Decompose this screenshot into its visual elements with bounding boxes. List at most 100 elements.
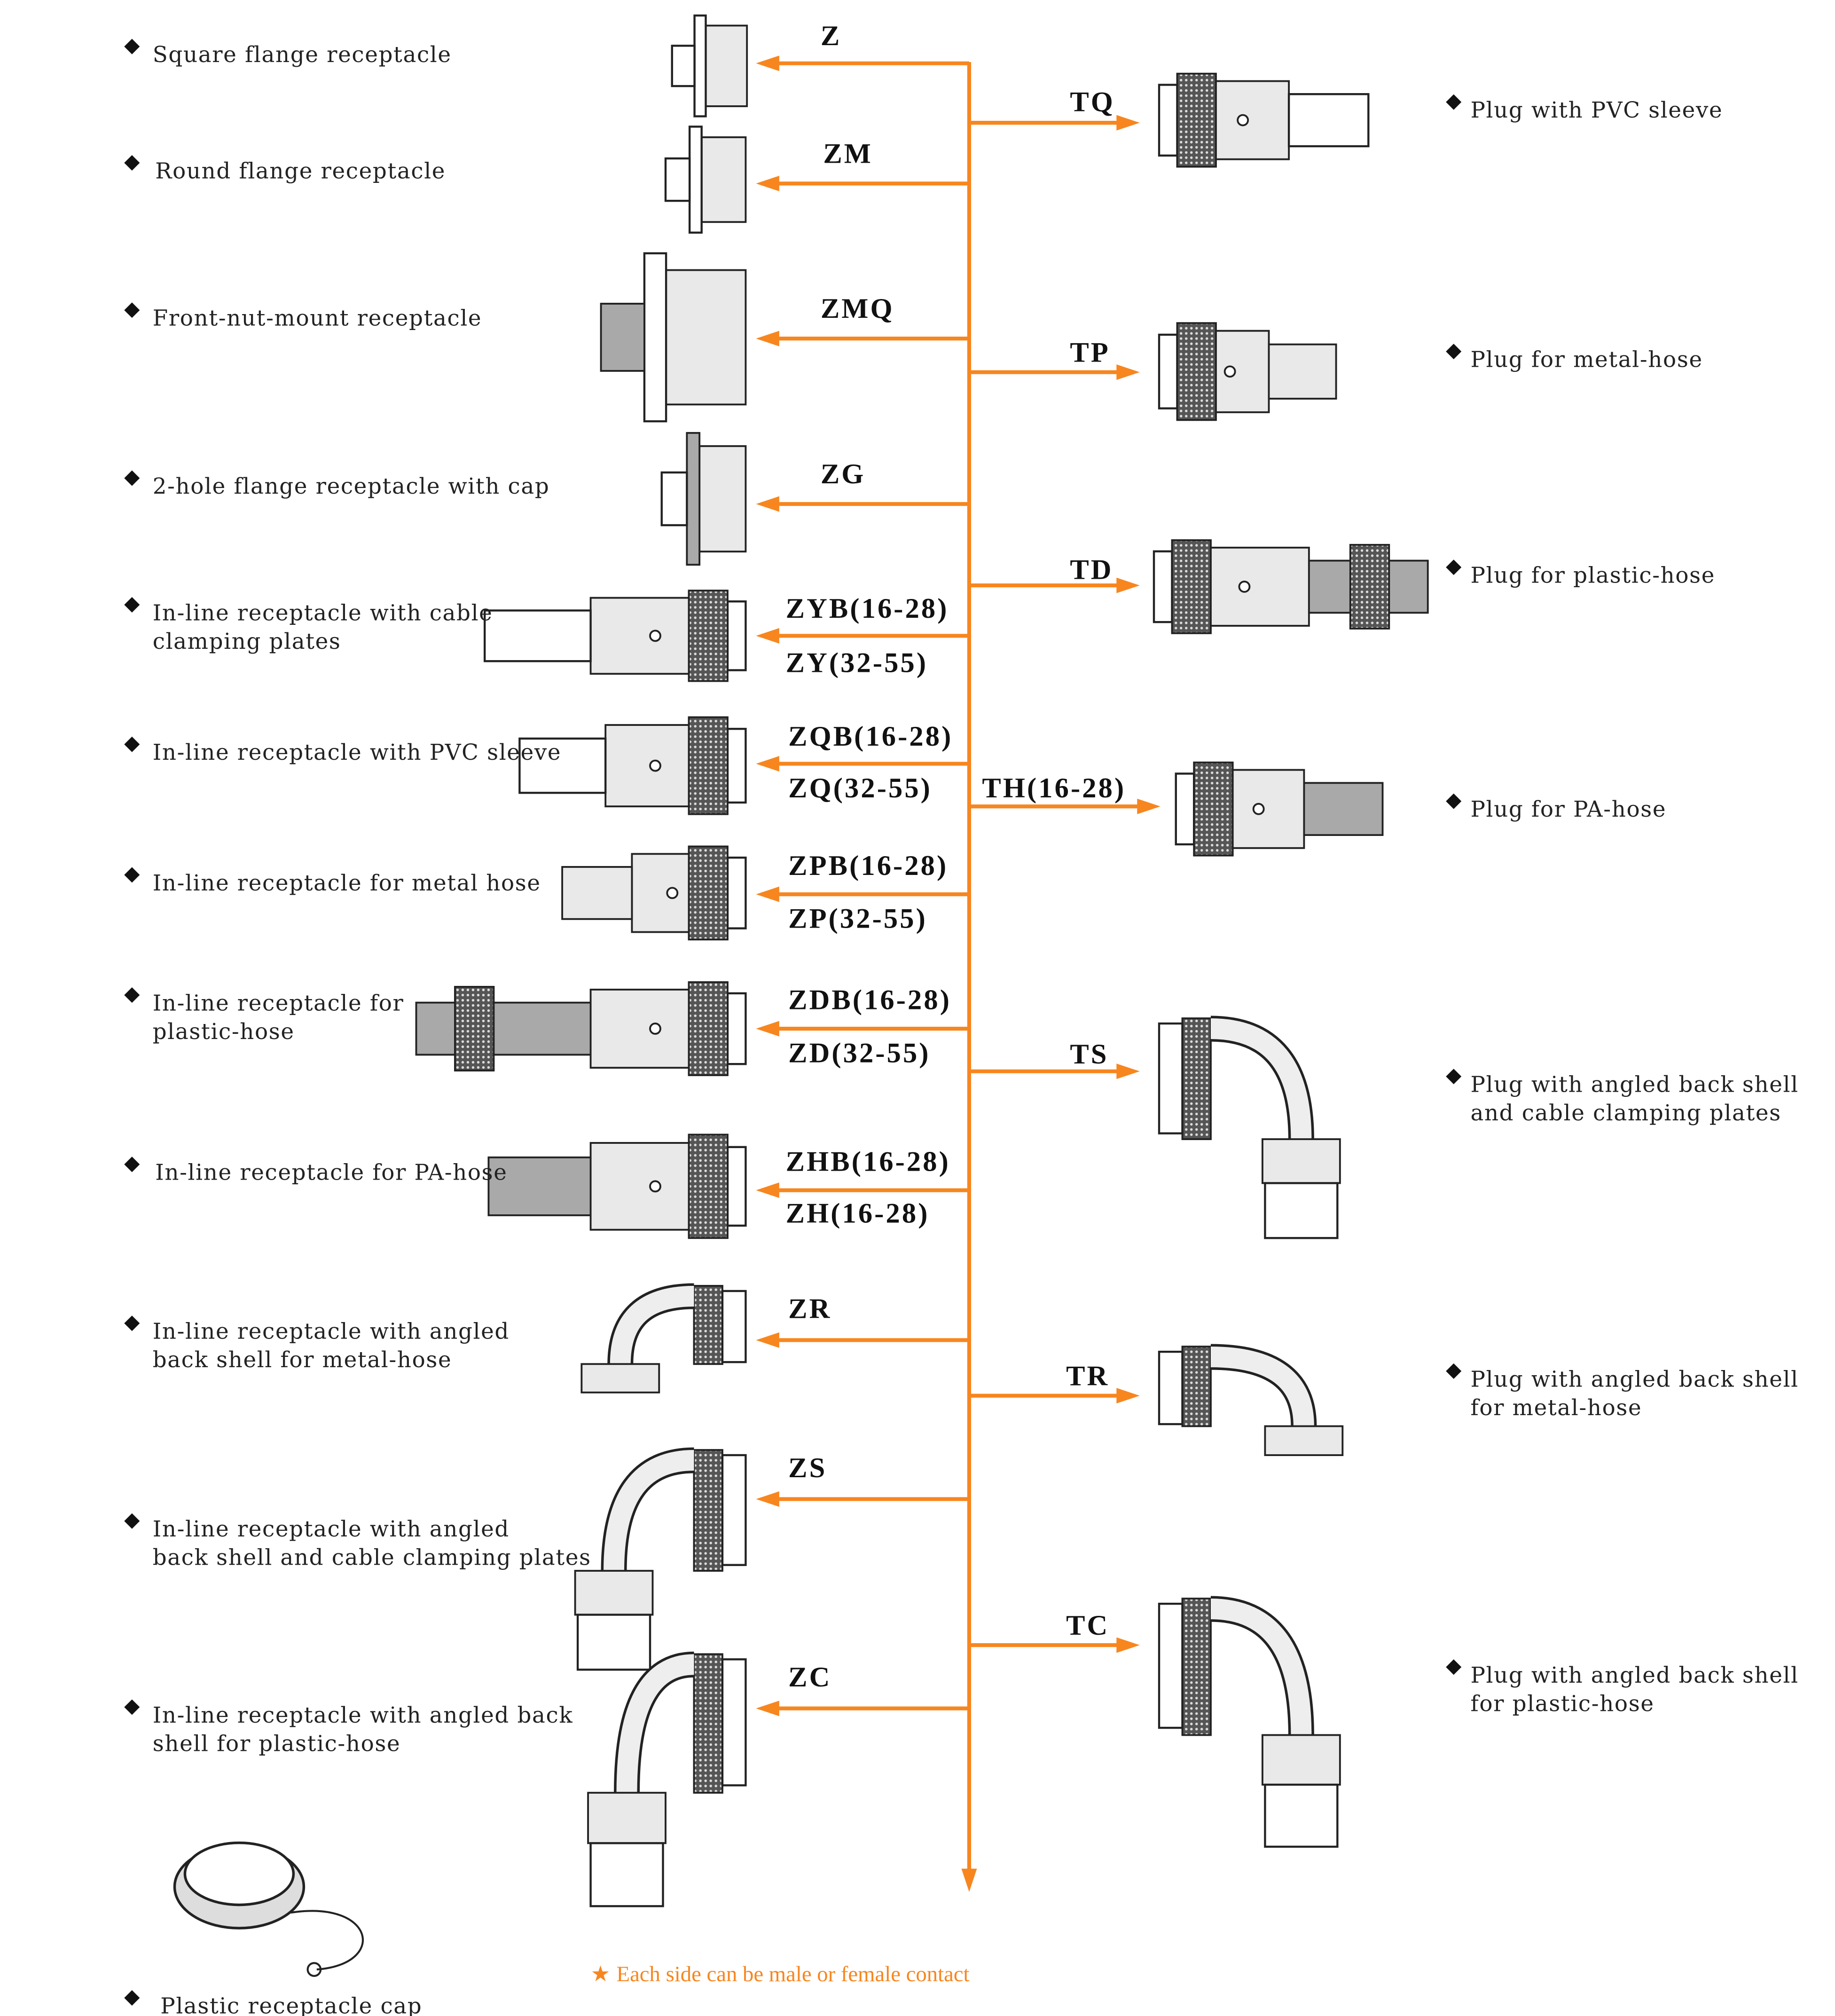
- code-label-alt-zpb: ZP(32-55): [788, 903, 927, 935]
- code-label-alt-zyb: ZY(32-55): [786, 647, 928, 678]
- connector-image-zyb: [483, 590, 747, 682]
- arrow-left-icon: [756, 628, 779, 644]
- diamond-bullet-icon: [1446, 344, 1462, 360]
- diamond-bullet-icon: [1446, 1069, 1462, 1085]
- diamond-bullet-icon: [124, 1315, 140, 1331]
- diamond-bullet-icon: [124, 470, 140, 486]
- connector-image-zqb: [518, 716, 747, 815]
- arrow-left-icon: [756, 331, 779, 346]
- code-label-zpb: ZPB(16-28): [788, 850, 948, 882]
- connector-image-tp: [1158, 322, 1337, 421]
- diamond-bullet-icon: [1446, 1363, 1462, 1379]
- code-label-alt-zdb: ZD(32-55): [788, 1037, 930, 1069]
- description-ts: and cable clamping plates: [1470, 1101, 1781, 1126]
- description-zpb: In-line receptacle for metal hose: [153, 871, 541, 896]
- description-tc: for plastic-hose: [1470, 1691, 1654, 1717]
- diamond-bullet-icon: [124, 1513, 140, 1529]
- arrow-left-icon: [756, 175, 779, 191]
- code-label-zm: ZM: [823, 138, 873, 169]
- connector-image-zhb: [487, 1134, 747, 1239]
- arrow-left-icon: [756, 1491, 779, 1507]
- description-zr: In-line receptacle with angled: [153, 1319, 510, 1345]
- description-tp: Plug for metal-hose: [1470, 347, 1702, 373]
- arrow-left-icon: [756, 1332, 779, 1348]
- code-label-zqb: ZQB(16-28): [788, 721, 953, 752]
- description-zdb: In-line receptacle for: [153, 991, 404, 1016]
- code-label-zmq: ZMQ: [821, 293, 894, 324]
- connector-image-zs: [574, 1447, 747, 1671]
- description-tc: Plug with angled back shell: [1470, 1663, 1798, 1688]
- connector-image-tq: [1158, 72, 1370, 168]
- connector-image-zm: [664, 126, 747, 234]
- description-zm: Round flange receptacle: [155, 158, 446, 184]
- arrow-left-icon: [756, 1182, 779, 1198]
- description-cap: Plastic receptacle cap: [160, 1994, 422, 2016]
- description-z: Square flange receptacle: [153, 42, 452, 68]
- plastic-cap-image: [173, 1841, 364, 1977]
- connector-image-zdb: [415, 981, 747, 1076]
- connector-image-tc: [1158, 1596, 1341, 1848]
- description-zc: In-line receptacle with angled back: [153, 1703, 573, 1728]
- connector-image-zmq: [600, 252, 747, 423]
- connector-image-z: [671, 14, 748, 118]
- arrow-right-icon: [1116, 364, 1140, 380]
- code-label-th: TH(16-28): [982, 772, 1126, 804]
- diamond-bullet-icon: [124, 867, 140, 883]
- trunk-line: [756, 55, 1161, 1892]
- description-ts: Plug with angled back shell: [1470, 1072, 1798, 1098]
- code-label-ts: TS: [1070, 1039, 1108, 1070]
- arrow-left-icon: [756, 55, 779, 71]
- code-label-alt-zhb: ZH(16-28): [786, 1197, 930, 1229]
- connector-image-zg: [660, 432, 747, 566]
- trunk-arrow-down-icon: [961, 1868, 977, 1892]
- arrow-right-icon: [1116, 577, 1140, 593]
- description-td: Plug for plastic-hose: [1470, 563, 1715, 589]
- connector-image-zc: [587, 1651, 747, 1907]
- arrow-left-icon: [756, 756, 779, 772]
- code-label-td: TD: [1070, 554, 1113, 585]
- description-zs: back shell and cable clamping plates: [153, 1545, 591, 1571]
- arrow-left-icon: [756, 496, 779, 512]
- description-zyb: In-line receptacle with cable: [153, 600, 493, 626]
- diamond-bullet-icon: [124, 1699, 140, 1715]
- arrow-right-icon: [1116, 1063, 1140, 1079]
- description-zr: back shell for metal-hose: [153, 1347, 452, 1373]
- diamond-bullet-icon: [1446, 793, 1462, 809]
- code-label-zyb: ZYB(16-28): [786, 593, 949, 624]
- code-label-tq: TQ: [1070, 86, 1115, 118]
- description-tq: Plug with PVC sleeve: [1470, 98, 1723, 123]
- connector-image-ts: [1158, 1016, 1341, 1239]
- connector-image-zr: [580, 1283, 747, 1394]
- diamond-bullet-icon: [124, 987, 140, 1003]
- arrow-right-icon: [1116, 1388, 1140, 1404]
- code-label-zr: ZR: [788, 1293, 831, 1325]
- footnote-text: Each side can be male or female contact: [617, 1962, 970, 1986]
- diamond-bullet-icon: [1446, 1659, 1462, 1675]
- arrow-left-icon: [756, 886, 779, 902]
- diamond-bullet-icon: [124, 1990, 140, 2006]
- code-label-tr: TR: [1066, 1361, 1109, 1392]
- connector-image-tr: [1158, 1344, 1344, 1456]
- description-tr: for metal-hose: [1470, 1395, 1642, 1421]
- description-zmq: Front-nut-mount receptacle: [153, 306, 482, 331]
- arrow-left-icon: [756, 1021, 779, 1037]
- description-tr: Plug with angled back shell: [1470, 1367, 1798, 1392]
- code-label-tp: TP: [1070, 337, 1110, 369]
- description-zdb: plastic-hose: [153, 1019, 295, 1045]
- description-zqb: In-line receptacle with PVC sleeve: [153, 740, 561, 765]
- code-label-zs: ZS: [788, 1452, 827, 1484]
- diamond-bullet-icon: [124, 736, 140, 752]
- diamond-bullet-icon: [124, 39, 140, 55]
- description-zg: 2-hole flange receptacle with cap: [153, 474, 550, 499]
- description-zyb: clamping plates: [153, 629, 341, 654]
- connector-image-zpb: [561, 845, 747, 941]
- code-label-alt-zqb: ZQ(32-55): [788, 772, 932, 804]
- arrow-right-icon: [1116, 115, 1140, 131]
- diamond-bullet-icon: [124, 1157, 140, 1173]
- diamond-bullet-icon: [1446, 94, 1462, 110]
- arrow-right-icon: [1137, 798, 1161, 814]
- code-label-z: Z: [821, 20, 841, 52]
- diamond-bullet-icon: [124, 597, 140, 613]
- description-zc: shell for plastic-hose: [153, 1732, 401, 1757]
